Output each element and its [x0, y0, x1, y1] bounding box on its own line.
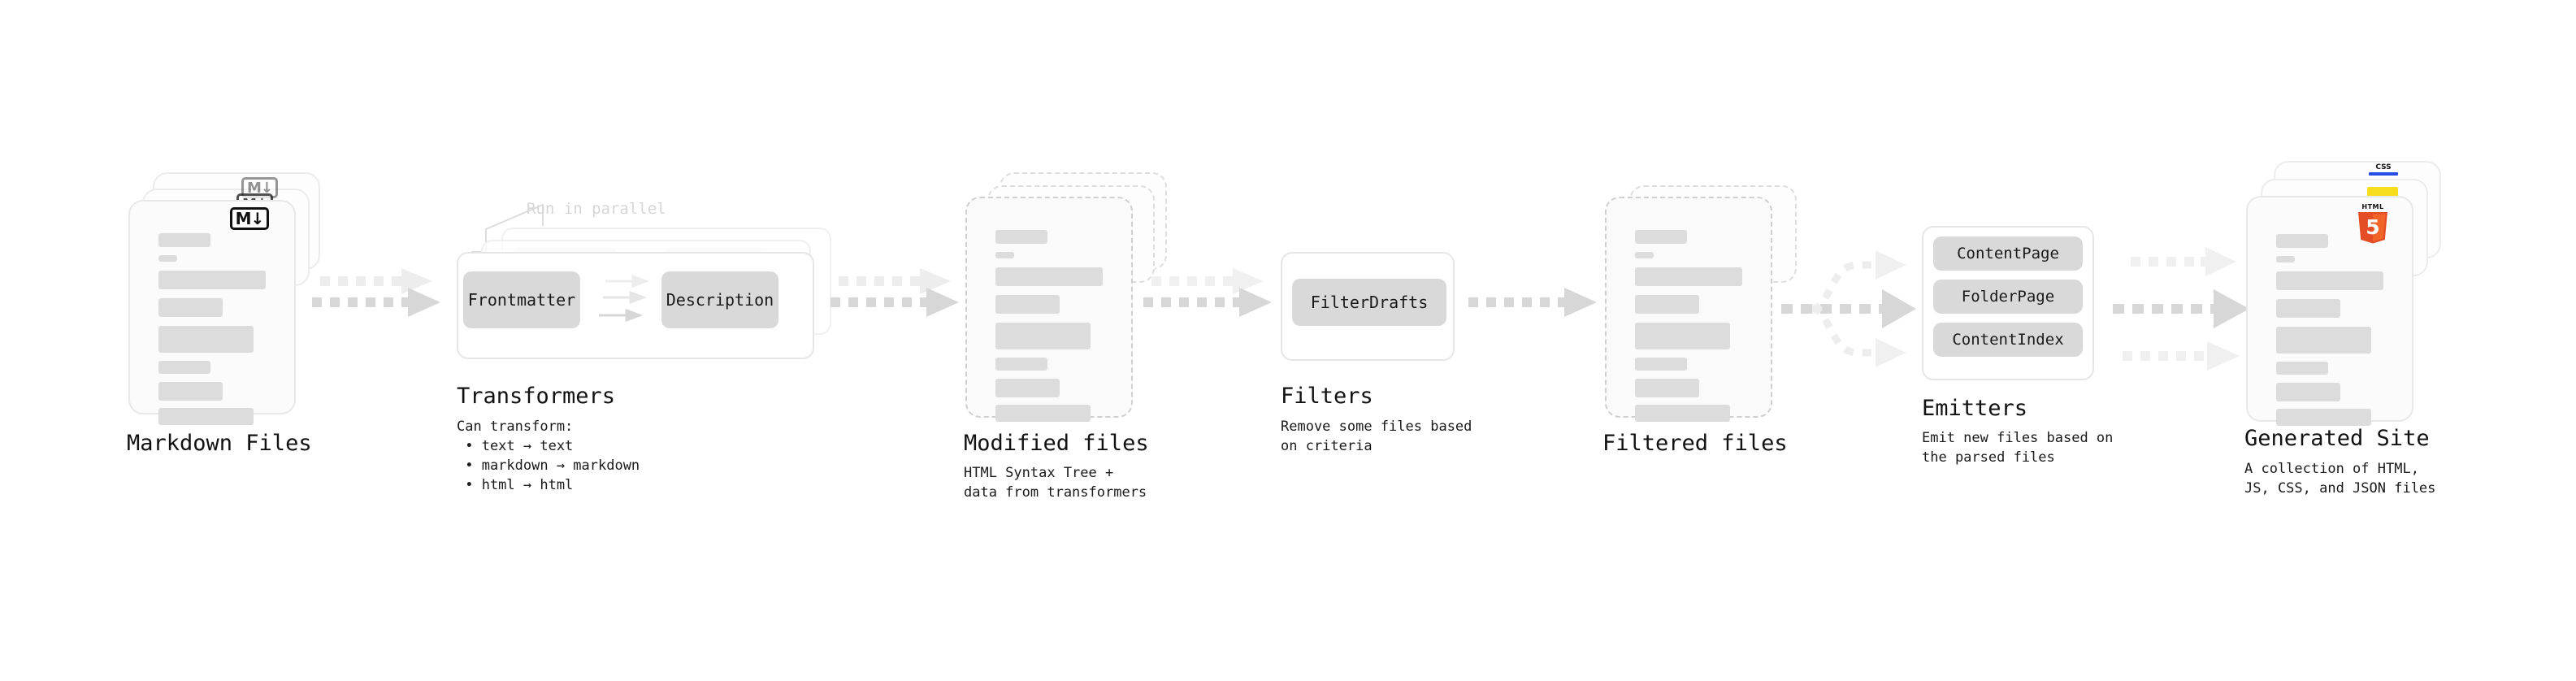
- filtered-files-title: Filtered files: [1602, 431, 1788, 456]
- emitter-pill-folderpage[interactable]: FolderPage: [1933, 280, 2083, 314]
- content-bar: [2276, 409, 2371, 426]
- modified-files-title: Modified files: [964, 431, 1149, 456]
- content-bar: [158, 298, 223, 317]
- modified-card-front: [965, 197, 1133, 422]
- content-bar: [158, 408, 254, 425]
- filters-title: Filters: [1281, 384, 1373, 409]
- content-bar: [995, 295, 1060, 314]
- modified-files-subtitle: HTML Syntax Tree + data from transformer…: [964, 465, 1147, 501]
- content-bar: [1635, 405, 1730, 422]
- content-bar: [995, 252, 1014, 258]
- transformers-subtitle: Can transform: • text → text • markdown …: [457, 419, 640, 493]
- content-bar: [158, 326, 254, 353]
- css-icon-label: CSS: [2375, 163, 2392, 171]
- transformer-inner-arrows: [599, 274, 650, 323]
- pill-label: Frontmatter: [467, 290, 576, 310]
- content-bar: [158, 255, 177, 262]
- markdown-icon: M↓: [230, 207, 269, 230]
- emitter-pill-contentpage[interactable]: ContentPage: [1933, 236, 2083, 271]
- markdown-icon-glyph: M↓: [235, 209, 265, 228]
- pill-label: ContentPage: [1957, 245, 2059, 262]
- content-bar: [1635, 379, 1699, 397]
- svg-text:5: 5: [2366, 215, 2379, 239]
- markdown-icon-glyph: M↓: [247, 179, 273, 197]
- transformers-title: Transformers: [457, 384, 616, 409]
- content-bar: [158, 271, 266, 289]
- pill-label: FolderPage: [1961, 288, 2055, 306]
- pill-label: Description: [666, 290, 774, 310]
- content-bar: [995, 379, 1060, 397]
- connector-md-to-transformers: [312, 268, 440, 317]
- markdown-files-title: Markdown Files: [127, 431, 312, 456]
- filtered-card-front: [1605, 197, 1772, 422]
- content-bar: [2276, 383, 2340, 401]
- content-bar: [1635, 267, 1742, 286]
- content-bar: [1635, 358, 1687, 371]
- content-bar: [2276, 234, 2328, 248]
- emitters-subtitle: Emit new files based on the parsed files: [1922, 430, 2114, 466]
- pill-label: FilterDrafts: [1310, 293, 1429, 312]
- css-icon-bar: [2369, 172, 2398, 176]
- generated-site-title: Generated Site: [2244, 426, 2430, 451]
- connector-transformers-to-modified: [830, 268, 959, 317]
- filter-pill-filterdrafts[interactable]: FilterDrafts: [1292, 279, 1446, 326]
- content-bar: [2276, 256, 2295, 262]
- content-bar: [2276, 327, 2371, 354]
- svg-text:HTML: HTML: [2361, 203, 2383, 210]
- connector-modified-to-filters: [1143, 268, 1272, 317]
- connector-filters-to-filtered: [1468, 288, 1597, 317]
- html5-icon: HTML 5: [2358, 203, 2387, 244]
- content-bar: [995, 358, 1047, 371]
- emitters-title: Emitters: [1922, 396, 2028, 421]
- content-bar: [1635, 252, 1654, 258]
- transformer-pill-frontmatter[interactable]: Frontmatter: [463, 271, 580, 328]
- connector-emitters-to-site: [2113, 247, 2249, 371]
- site-card-front: [2246, 196, 2413, 426]
- transformer-pill-description[interactable]: Description: [661, 271, 778, 328]
- generated-site-subtitle: A collection of HTML, JS, CSS, and JSON …: [2244, 461, 2436, 497]
- emitter-pill-contentindex[interactable]: ContentIndex: [1933, 323, 2083, 357]
- content-bar: [2276, 271, 2383, 290]
- content-bar: [995, 267, 1103, 286]
- content-bar: [158, 361, 210, 374]
- content-bar: [995, 405, 1091, 422]
- filters-subtitle: Remove some files based on criteria: [1281, 419, 1472, 454]
- content-bar: [1635, 230, 1687, 244]
- content-bar: [995, 323, 1091, 349]
- run-in-parallel-label: Run in parallel: [527, 200, 666, 218]
- pill-label: ContentIndex: [1952, 331, 2064, 349]
- css-icon: CSS: [2369, 164, 2398, 177]
- content-bar: [158, 233, 210, 247]
- content-bar: [1635, 295, 1699, 314]
- content-bar: [1635, 323, 1730, 349]
- content-bar: [2276, 299, 2340, 318]
- content-bar: [2276, 362, 2328, 375]
- content-bar: [158, 382, 223, 401]
- content-bar: [995, 230, 1047, 244]
- markdown-card-front: [128, 200, 296, 425]
- connector-filtered-to-emitters: [1781, 250, 1916, 367]
